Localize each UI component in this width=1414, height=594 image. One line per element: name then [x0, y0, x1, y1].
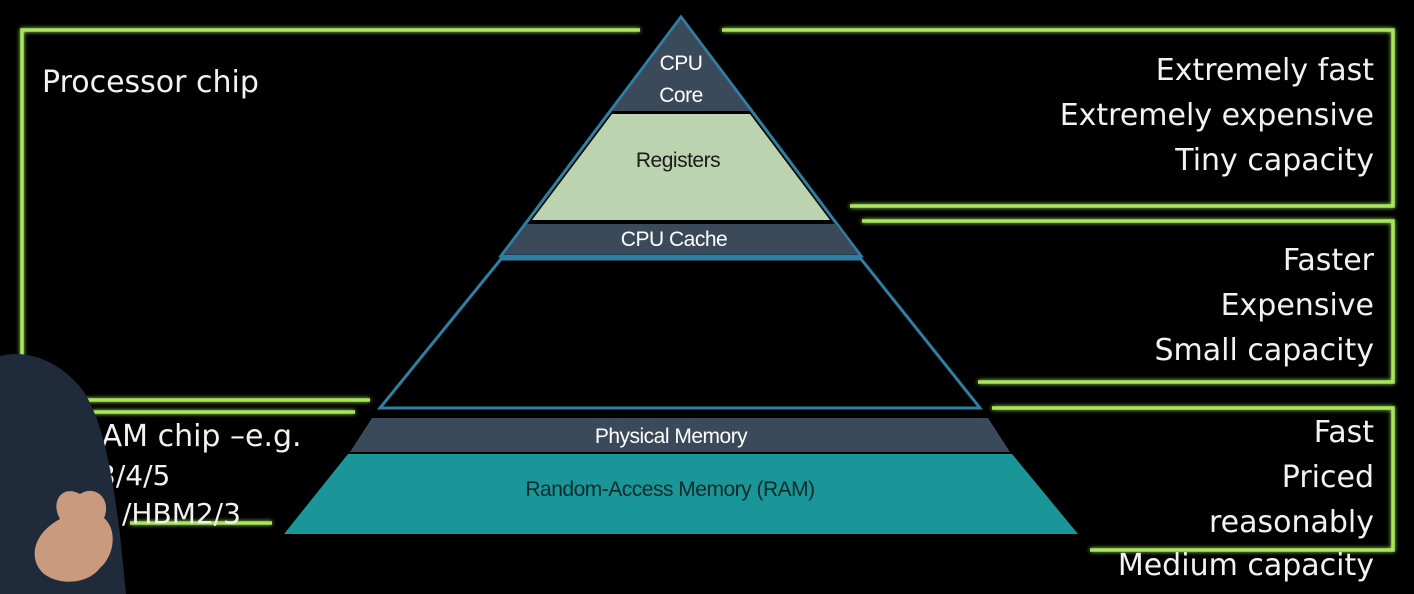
tier2-description: Faster Expensive Small capacity [1154, 238, 1374, 373]
tier1-description: Extremely fast Extremely expensive Tiny … [1060, 48, 1374, 183]
presenter-silhouette [0, 353, 126, 594]
tier1-bracket [722, 28, 1395, 208]
tier2-line: Faster [1282, 243, 1374, 278]
tier3-line: Priced [1281, 460, 1374, 495]
tier1-line: Extremely expensive [1059, 98, 1374, 133]
cpu-cache-label: CPU Cache [620, 228, 728, 251]
tier2-line: Expensive [1220, 288, 1374, 323]
tier3-line: reasonably [1208, 505, 1374, 540]
pyramid-middle-outline [376, 257, 984, 410]
cpu-core-label-line2: Core [659, 84, 703, 107]
tier1-line: Tiny capacity [1175, 143, 1374, 178]
cpu-core-label-line1: CPU [659, 52, 703, 75]
tier2-line: Small capacity [1154, 333, 1374, 368]
cpu-core-label: CPU Core [631, 48, 731, 112]
ram-chip-label-line1: RAM chip –e.g. [82, 419, 302, 454]
physical-memory-label: Physical Memory [594, 425, 748, 448]
registers-band [532, 114, 830, 220]
tier3-line: Medium capacity [1117, 548, 1374, 583]
tier1-line: Extremely fast [1155, 53, 1374, 88]
bracket-lines [20, 28, 1395, 552]
tier3-line: Fast [1313, 415, 1374, 450]
tier3-bracket [992, 406, 1395, 552]
cpu-core-band [612, 19, 750, 111]
processor-chip-bracket [20, 28, 640, 402]
ram-label: Random-Access Memory (RAM) [525, 478, 815, 501]
registers-label: Registers [635, 149, 721, 172]
cpu-cache-band [504, 224, 858, 254]
pyramid [284, 14, 1078, 534]
physical-memory-band [350, 418, 1010, 452]
processor-chip-label: Processor chip [42, 65, 259, 100]
ram-chip-label-line3: /HBM2/3 [122, 497, 241, 530]
tier2-bracket [862, 219, 1395, 384]
tier3-description: Fast Priced reasonably Medium capacity [1118, 410, 1374, 587]
ram-band [284, 454, 1078, 534]
